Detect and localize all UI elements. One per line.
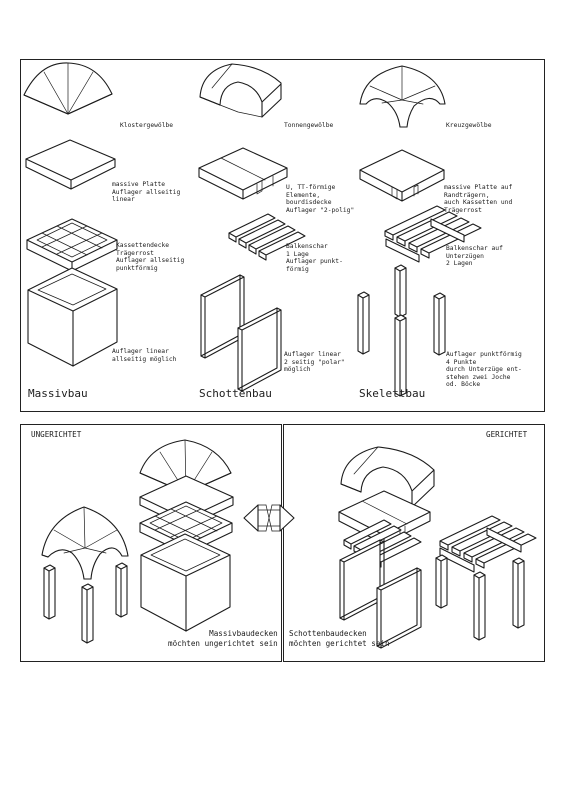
- br-posts-drawing: [435, 554, 525, 641]
- label-klostergewoelbe: Klostergewölbe: [120, 122, 174, 129]
- bottom-right-panel: [283, 424, 545, 662]
- bl-posts-drawing: [43, 562, 128, 644]
- bl-cross-vault-drawing: [41, 506, 129, 580]
- u-elements-drawing: [198, 147, 288, 200]
- massive-box-drawing: [27, 267, 118, 367]
- coffer-slab-drawing: [26, 218, 118, 272]
- double-arrow-icon: [243, 504, 295, 532]
- bottom-left-panel: [20, 424, 282, 662]
- massive-slab-drawing: [25, 139, 116, 190]
- kloster-vault-drawing: [23, 62, 113, 115]
- barrel-vault-drawing: [199, 63, 282, 118]
- top-panel: [20, 59, 545, 412]
- label-massive-platte-linear: massive Platte Auflager allseitig linear: [112, 181, 181, 204]
- label-kreuzgewoelbe: Kreuzgewölbe: [446, 122, 492, 129]
- label-massive-platte-randtraeger: massive Platte auf Randträgern, auch Kas…: [444, 184, 513, 214]
- label-auflager-linear-allseitig: Auflager linear allseitig möglich: [112, 348, 177, 363]
- br-walls-drawing: [339, 539, 422, 649]
- skeleton-posts-drawing: [357, 264, 446, 397]
- heading-ungerichtet: UNGERICHTET: [31, 430, 82, 439]
- label-balkenschar-1-lage: Balkenschar 1 Lage Auflager punkt- förmi…: [286, 243, 343, 273]
- beam-layer-drawing: [228, 213, 306, 261]
- label-kassettendecke: Kassettendecke Trägerrost Auflager allse…: [116, 242, 185, 272]
- wall-pair-drawing: [200, 274, 282, 392]
- slab-on-edge-beams-drawing: [359, 149, 445, 202]
- caption-massivbaudecken: Massivbaudecken möchten ungerichtet sein: [168, 629, 278, 648]
- label-auflager-linear-2seitig: Auflager linear 2 seitig "polar" möglich: [284, 351, 345, 374]
- heading-schottenbau: Schottenbau: [199, 387, 272, 400]
- br-two-layer-beams-drawing: [439, 515, 537, 573]
- label-u-tt-elemente: U, TT-förmige Elemente, bourdisdecke Auf…: [286, 184, 355, 214]
- label-auflager-punktfoermig: Auflager punktförmig 4 Punkte durch Unte…: [446, 351, 522, 389]
- bl-box-drawing: [140, 533, 231, 632]
- heading-massivbau: Massivbau: [28, 387, 88, 400]
- label-balkenschar-2-lagen: Balkenschar auf Unterzügen 2 Lagen: [446, 245, 503, 268]
- cross-vault-drawing: [359, 65, 446, 128]
- bl-dome-drawing: [139, 439, 232, 494]
- label-tonnengewoelbe: Tonnengewölbe: [284, 122, 334, 129]
- heading-skelettbau: Skelettbau: [359, 387, 426, 400]
- two-layer-beams-drawing: [384, 205, 482, 263]
- heading-gerichtet: GERICHTET: [486, 430, 528, 439]
- caption-schottenbaudecken: Schottenbaudecken möchten gerichtet sein: [289, 629, 390, 648]
